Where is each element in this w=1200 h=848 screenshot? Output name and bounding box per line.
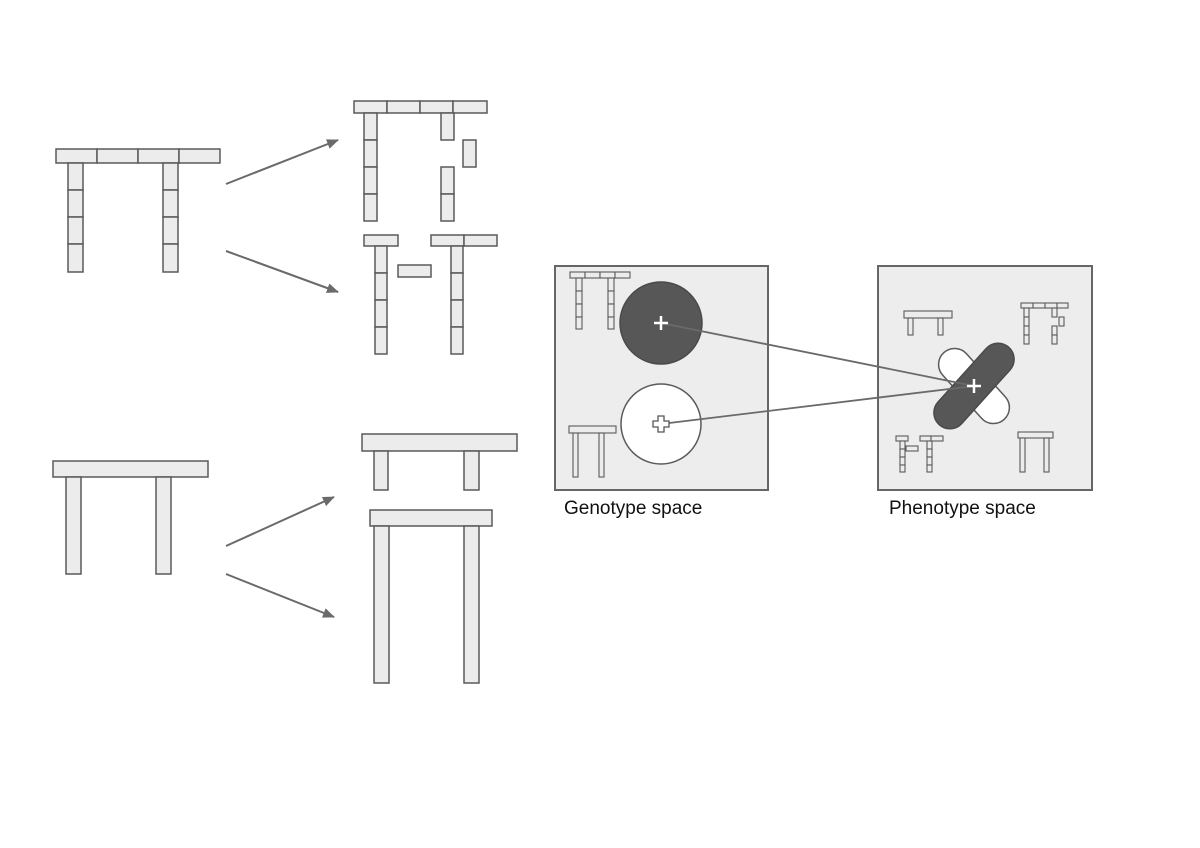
mutation-arrow-1b bbox=[225, 250, 339, 293]
genotype-thumb-segmented-table bbox=[569, 271, 631, 330]
mapping-line-light bbox=[660, 385, 975, 425]
phenotype-thumb-broken-table bbox=[895, 435, 944, 473]
phenotype-thumb-segmented-table bbox=[1020, 302, 1069, 345]
phenotype-cross-icon bbox=[967, 379, 981, 393]
genotype-dark-cross-icon bbox=[654, 316, 668, 330]
genotype-space-caption: Genotype space bbox=[564, 498, 703, 519]
mapping-line-dark bbox=[660, 322, 975, 387]
phenotype-space-caption: Phenotype space bbox=[889, 498, 1036, 519]
genotype-thumb-solid-table bbox=[568, 425, 617, 478]
phenotype-thumb-tall-table bbox=[1017, 431, 1054, 473]
solid-table-parent bbox=[52, 460, 209, 575]
solid-table-mutant-short bbox=[361, 433, 518, 491]
mutation-arrow-1a bbox=[225, 139, 339, 185]
phenotype-thumb-short-table bbox=[903, 310, 953, 336]
mutation-arrow-2a bbox=[225, 496, 335, 547]
segmented-table-mutant-a bbox=[353, 100, 488, 222]
segmented-table-parent bbox=[55, 148, 221, 273]
mutation-arrow-2b bbox=[225, 573, 335, 618]
genotype-light-cross-icon bbox=[652, 415, 670, 433]
solid-table-mutant-tall bbox=[369, 509, 493, 684]
segmented-table-mutant-b bbox=[363, 234, 498, 355]
